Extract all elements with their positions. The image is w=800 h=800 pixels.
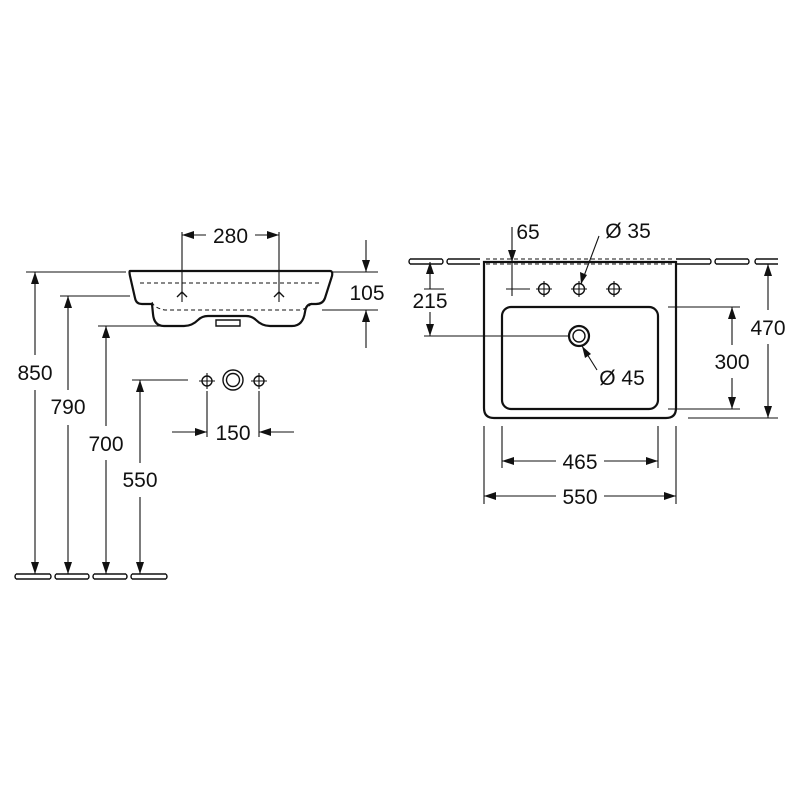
tap-holes	[536, 281, 622, 297]
dim-280: 280	[182, 225, 279, 248]
dim-215: 215	[412, 262, 448, 336]
wall-line-right	[408, 258, 778, 265]
side-view: 280 105 850 790	[14, 225, 385, 580]
dim-300-label: 300	[714, 351, 749, 374]
tap-centerlines	[176, 232, 285, 302]
basin-top-outline	[482, 260, 678, 420]
dim-150: 150	[172, 391, 294, 445]
floor-line-left	[14, 573, 168, 580]
dim-65: 65	[506, 221, 540, 296]
dim-465: 465	[501, 426, 659, 474]
top-view: 65 Ø 35 215 Ø 45 470	[408, 220, 786, 509]
dim-300: 300	[668, 306, 750, 410]
dim-550-width: 550	[483, 426, 677, 509]
basin-side-profile	[128, 269, 334, 328]
dim-470-label: 470	[750, 317, 785, 340]
waste-hole	[424, 324, 591, 348]
dim-700: 700	[88, 325, 160, 574]
dim-790-label: 790	[50, 396, 85, 419]
dim-790: 790	[50, 295, 130, 574]
dim-280-label: 280	[213, 225, 248, 248]
dim-waste-hole-diameter: Ø 45	[581, 345, 645, 390]
dim-550-width-label: 550	[562, 486, 597, 509]
dim-850-label: 850	[17, 362, 52, 385]
dim-65-label: 65	[516, 221, 539, 244]
dim-105-label: 105	[349, 282, 384, 305]
wall-connections	[199, 369, 267, 391]
dim-waste-hole-label: Ø 45	[599, 367, 645, 390]
dim-105: 105	[322, 240, 385, 348]
dim-tap-hole-diameter: Ø 35	[580, 220, 651, 285]
dim-700-label: 700	[88, 433, 123, 456]
dim-470: 470	[688, 264, 786, 419]
dim-550-label: 550	[122, 469, 157, 492]
dim-465-label: 465	[562, 451, 597, 474]
dim-215-label: 215	[412, 290, 447, 313]
dim-150-label: 150	[215, 422, 250, 445]
dim-850: 850	[17, 271, 126, 574]
dim-550: 550	[122, 379, 188, 574]
dim-tap-hole-label: Ø 35	[605, 220, 651, 243]
